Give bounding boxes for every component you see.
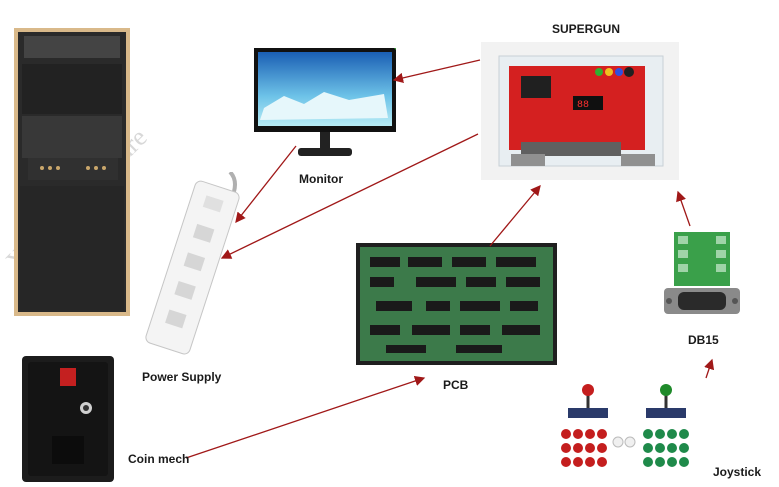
supergun-label: SUPERGUN bbox=[552, 22, 621, 36]
coin-mech-image bbox=[22, 356, 114, 482]
svg-text:88: 88 bbox=[577, 100, 589, 111]
arrow-coin-mech-to-pcb bbox=[185, 375, 426, 459]
coin-mech-label: Coin mech bbox=[128, 452, 190, 466]
joystick-image bbox=[561, 384, 689, 467]
joystick-label: Joystick bbox=[713, 465, 762, 479]
arrow-db15-to-supergun bbox=[676, 190, 691, 227]
pcb-image bbox=[356, 243, 557, 365]
db15-label: DB15 bbox=[688, 333, 719, 347]
pcb-label: PCB bbox=[443, 378, 469, 392]
arrow-supergun-to-monitor bbox=[392, 59, 481, 84]
arrow-supergun-to-power-supply bbox=[220, 133, 479, 259]
arrow-pcb-to-supergun bbox=[489, 185, 541, 247]
arcade-cabinet-image bbox=[14, 28, 130, 316]
power-supply-image bbox=[145, 172, 240, 355]
arrow-joystick-to-db15 bbox=[704, 358, 715, 379]
db15-connector-image bbox=[664, 232, 740, 314]
monitor-label: Monitor bbox=[299, 172, 343, 186]
power-supply-label: Power Supply bbox=[142, 370, 222, 384]
arrow-monitor-to-power-supply bbox=[235, 145, 297, 224]
supergun-image: 88 bbox=[481, 42, 679, 180]
monitor-image bbox=[254, 48, 396, 156]
